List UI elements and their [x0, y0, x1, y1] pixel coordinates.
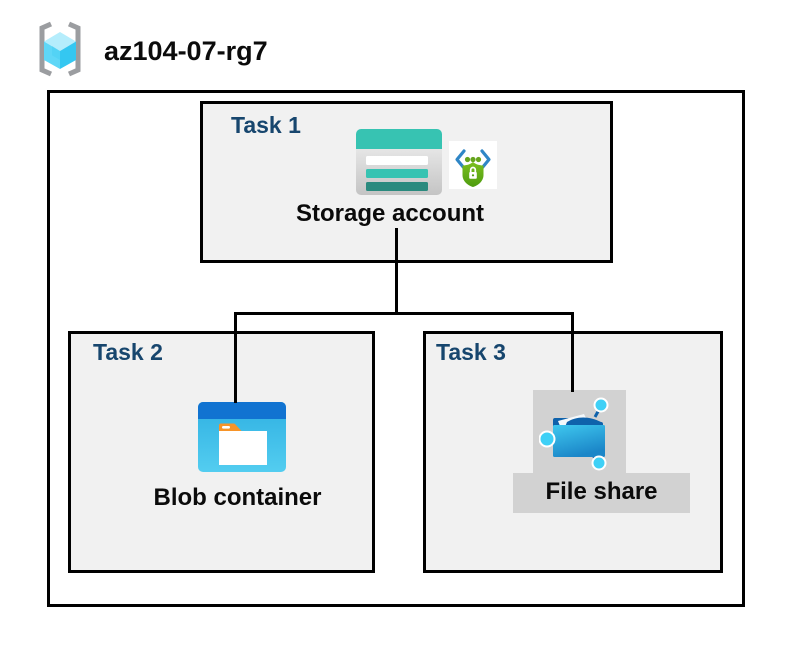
storage-account-label: Storage account	[295, 200, 485, 227]
task1-label: Task 1	[231, 112, 301, 138]
blob-container-label: Blob container	[153, 484, 322, 511]
connector-to-blob	[234, 312, 237, 403]
blob-container-icon	[198, 402, 286, 472]
task1-box: Task 1	[200, 101, 613, 263]
file-share-label-highlight	[513, 473, 690, 513]
connector-horizontal	[234, 312, 574, 315]
resource-group-name: az104-07-rg7	[104, 36, 268, 66]
file-share-icon	[539, 393, 619, 471]
resource-group-icon	[32, 19, 88, 79]
resource-group-boundary	[47, 90, 745, 607]
task2-box: Task 2 Blob container	[68, 331, 375, 573]
connector-to-fileshare	[571, 312, 574, 392]
task3-label: Task 3	[436, 339, 506, 365]
storage-account-icon	[356, 129, 442, 195]
connector-storage-stem	[395, 228, 398, 315]
task3-box: Task 3 File share	[423, 331, 723, 573]
sas-secure-access-icon	[449, 141, 497, 189]
task2-label: Task 2	[93, 339, 163, 365]
file-share-label: File share	[545, 478, 658, 505]
